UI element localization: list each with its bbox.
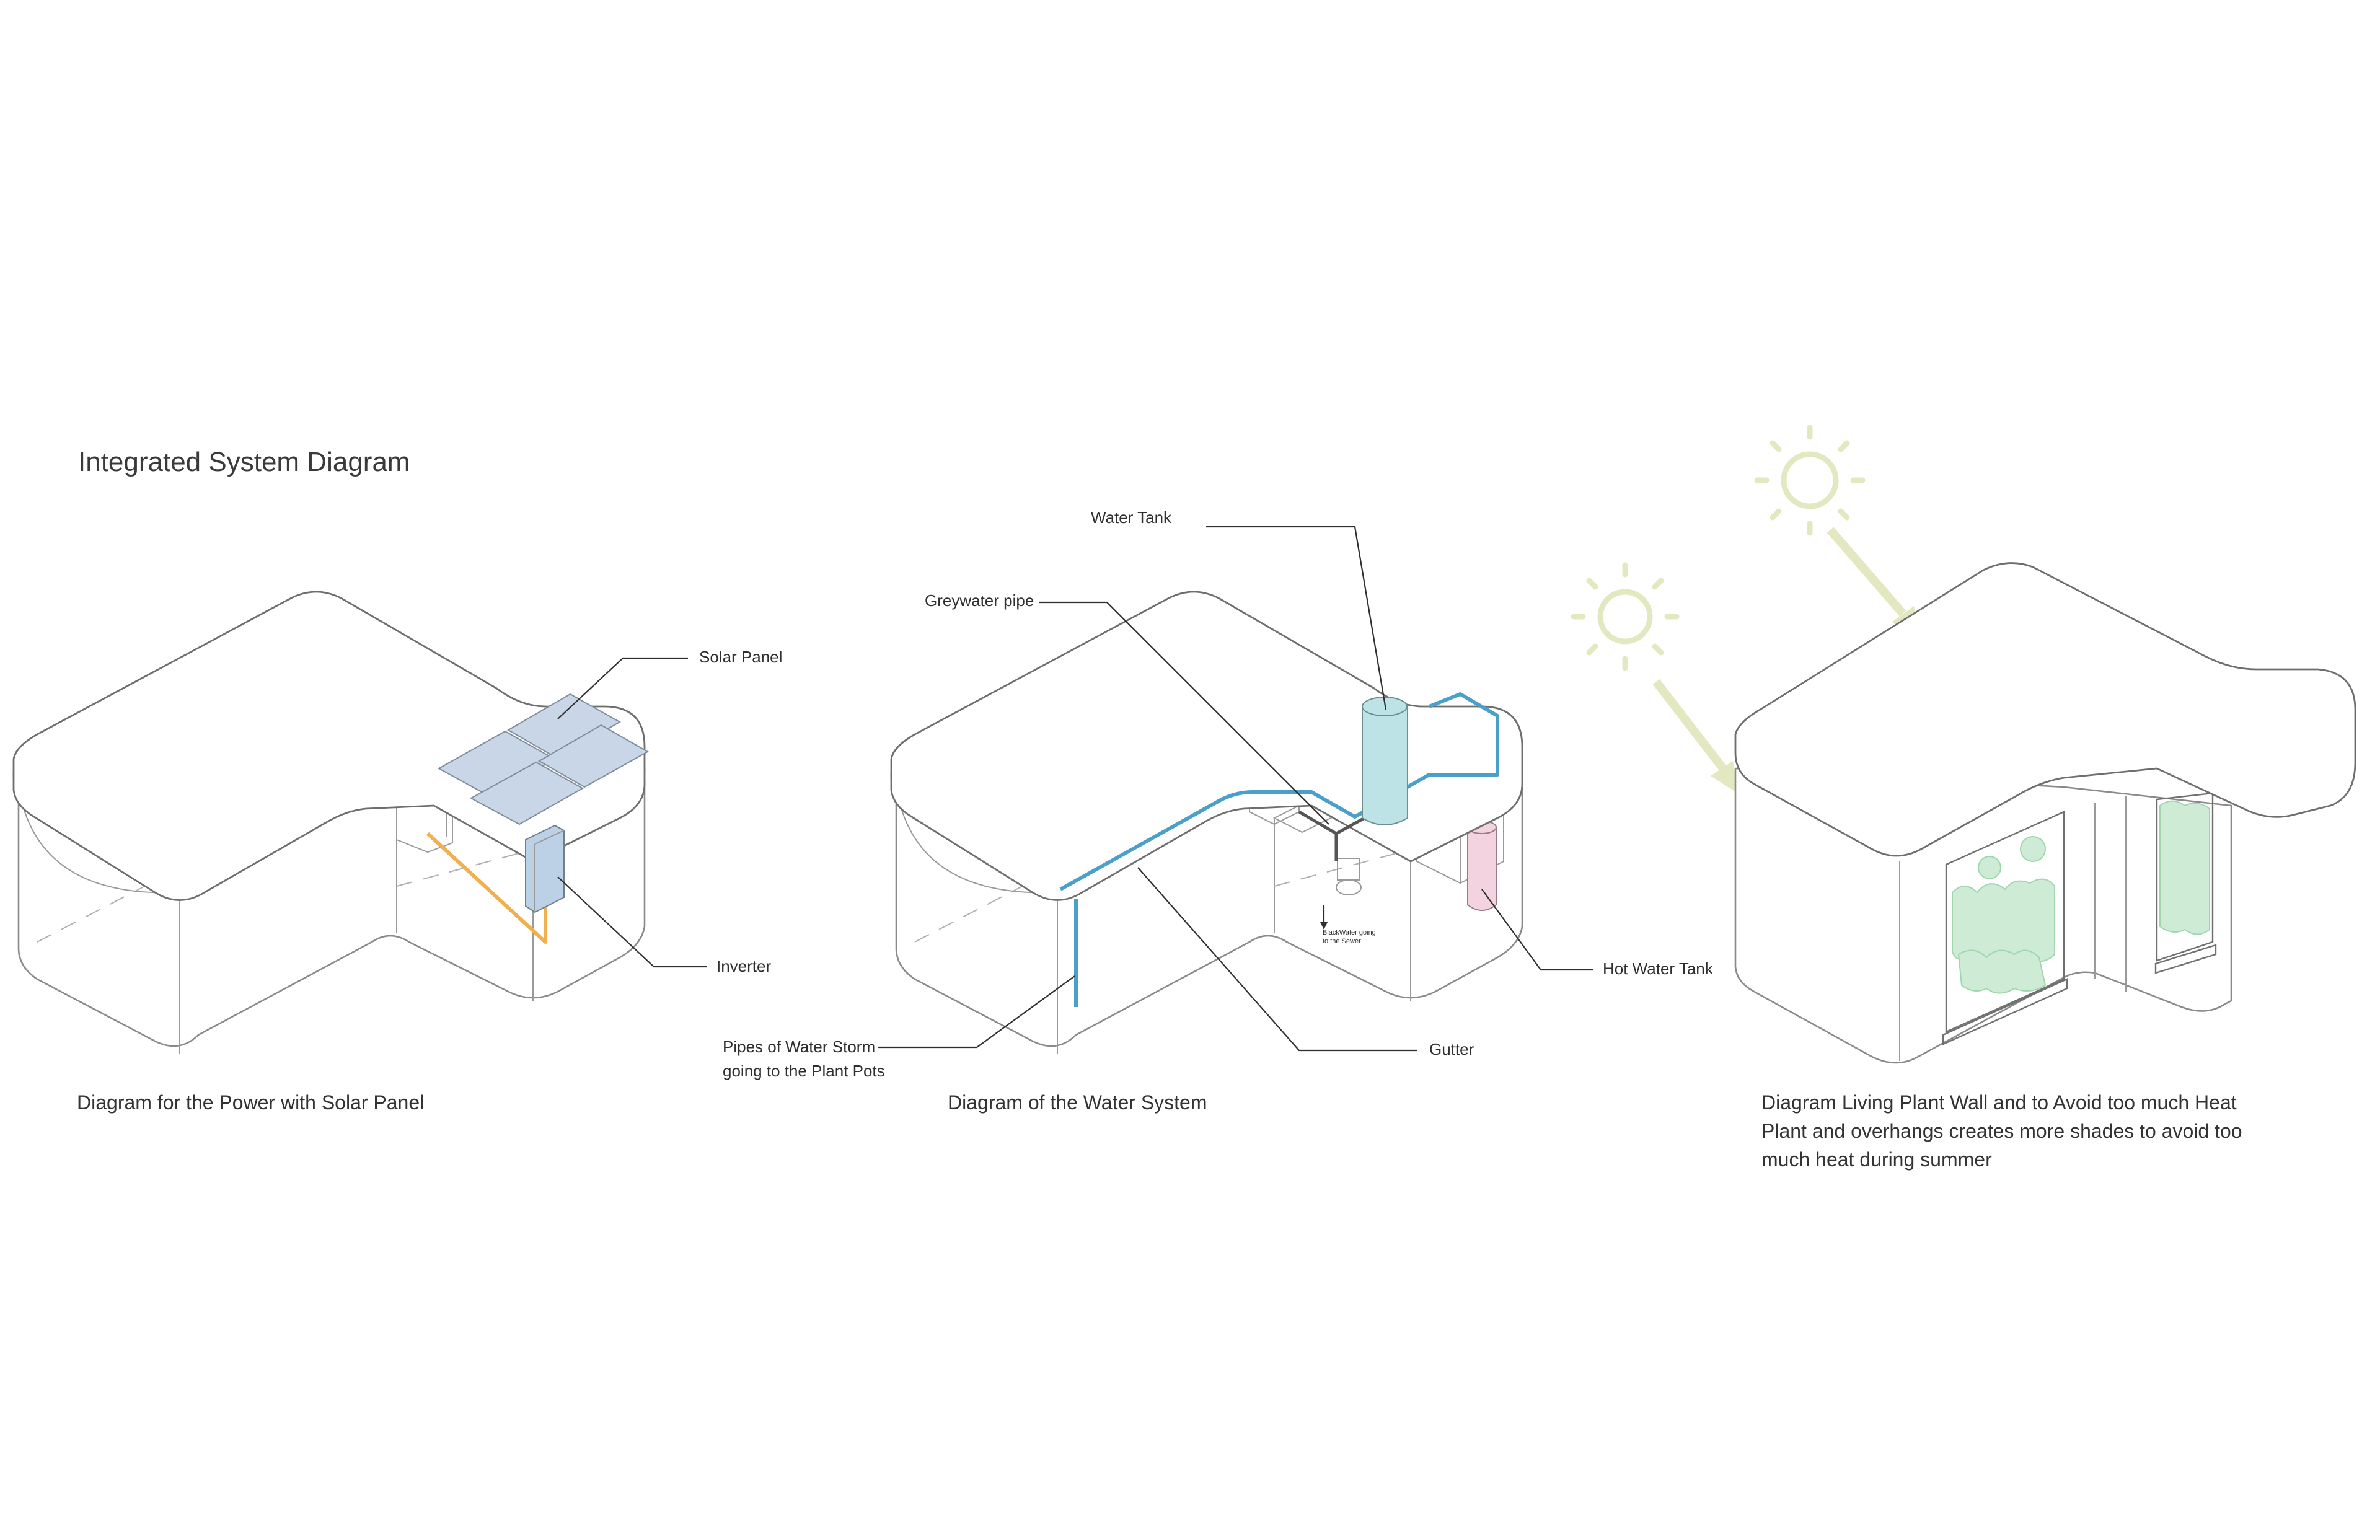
water-building <box>890 591 1523 1055</box>
gutter-leader <box>1137 867 1417 1052</box>
inverter-box <box>525 824 565 913</box>
gutter-pipe <box>1059 692 1499 891</box>
blackwater-label-line2: to the Sewer <box>1323 938 1361 945</box>
storm-pipe-label-line2: going to the Plant Pots <box>723 1062 885 1080</box>
storm-pipe-leader <box>878 975 1075 1049</box>
solar-panel-label: Solar Panel <box>699 648 782 666</box>
blackwater-label-line1: BlackWater going <box>1323 929 1376 936</box>
water-tank-leader <box>1206 526 1387 710</box>
plant-diagram-caption-line3: much heat during summer <box>1761 1148 1992 1171</box>
hot-water-tank <box>1467 821 1497 911</box>
solar-panel-array <box>437 693 650 825</box>
plant-wall-left <box>1952 836 2055 994</box>
power-building <box>12 591 650 1055</box>
plant-wall-diagram: Diagram Living Plant Wall and to Avoid t… <box>1571 425 2356 1171</box>
inverter-leader <box>557 876 707 968</box>
water-tank-label: Water Tank <box>1091 508 1172 527</box>
greywater-pipe-label: Greywater pipe <box>925 591 1034 610</box>
gutter-label: Gutter <box>1429 1040 1474 1058</box>
sun-ray-arrow-2 <box>1652 679 1727 772</box>
power-diagram-caption: Diagram for the Power with Solar Panel <box>77 1091 424 1114</box>
sun-ray-arrow-1 <box>1827 527 1906 617</box>
plant-diagram-caption-line2: Plant and overhangs creates more shades … <box>1761 1120 2242 1142</box>
greywater-pipe-leader <box>1039 601 1329 825</box>
inverter-label: Inverter <box>716 957 771 975</box>
water-tank <box>1362 697 1408 825</box>
plant-wall-right <box>2159 800 2210 935</box>
sun-icon <box>1754 425 1866 536</box>
water-diagram: Water Tank Greywater pipe BlackWater goi… <box>723 508 1714 1114</box>
sun-icon <box>1571 562 1680 671</box>
plant-diagram-caption-line1: Diagram Living Plant Wall and to Avoid t… <box>1761 1091 2237 1114</box>
page-title: Integrated System Diagram <box>78 447 410 477</box>
solar-panel-leader <box>557 657 688 719</box>
plant-building <box>1734 562 2356 1064</box>
greywater-pipe-run <box>1298 810 1375 861</box>
hot-water-tank-label: Hot Water Tank <box>1603 959 1714 978</box>
water-diagram-caption: Diagram of the Water System <box>948 1091 1207 1114</box>
hot-water-tank-leader <box>1481 889 1593 971</box>
storm-pipe-label-line1: Pipes of Water Storm <box>723 1037 875 1056</box>
power-diagram: Solar Panel Inverter Diagram for the Pow… <box>12 591 782 1114</box>
